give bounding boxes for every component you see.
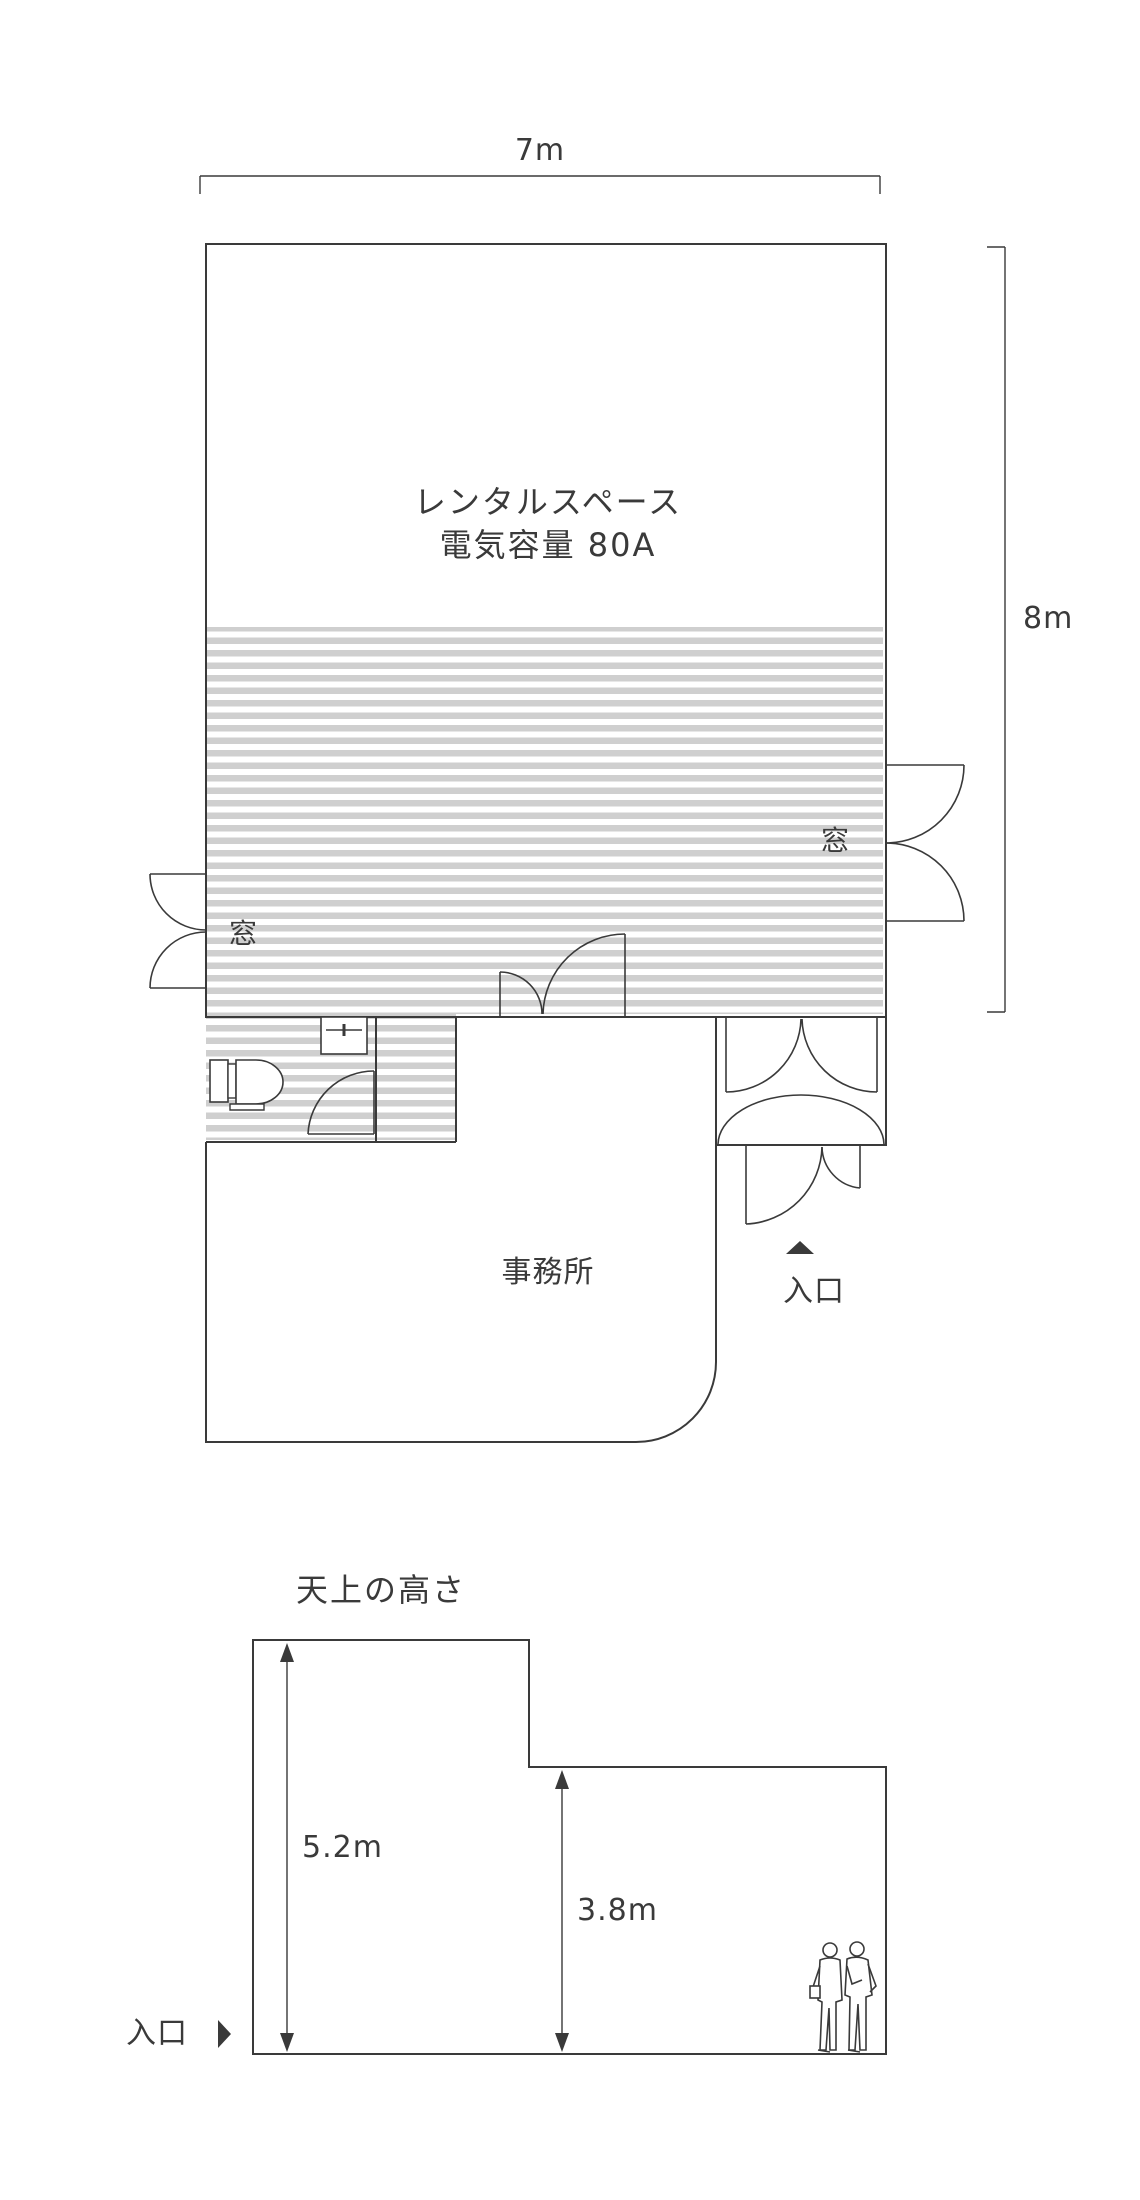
ceiling-height-title: 天上の高さ [296, 1571, 466, 1609]
window-left [149, 873, 207, 989]
low-ceiling-label: 3.8m [577, 1893, 658, 1928]
restroom [206, 1017, 457, 1143]
people-scale-icon [809, 1941, 877, 2053]
window-right-label: 窓 [821, 824, 849, 857]
striped-floor-area [206, 627, 883, 1014]
width-dimension-label: 7m [515, 133, 565, 168]
entrance-label: 入口 [783, 1274, 845, 1309]
power-capacity-label: 電気容量 80A [440, 526, 657, 564]
rental-space-label: レンタルスペース [414, 483, 682, 521]
ceiling-section-outline [252, 1639, 887, 2055]
entrance-arrow-icon [786, 1241, 814, 1254]
high-ceiling-label: 5.2m [302, 1830, 383, 1865]
depth-dimension-line [987, 246, 1006, 1013]
vestibule-inner-door [717, 1017, 885, 1146]
office-door [499, 933, 626, 1017]
window-right [885, 764, 965, 922]
width-dimension-line [199, 175, 881, 194]
office-label: 事務所 [502, 1255, 595, 1290]
entrance-door [745, 1145, 861, 1225]
sink-icon [320, 1016, 368, 1055]
office-room [205, 1016, 717, 1443]
entrance-vestibule [715, 1016, 887, 1146]
depth-dimension-label: 8m [1023, 601, 1073, 636]
ceiling-entrance-label: 入口 [126, 2016, 188, 2051]
low-ceiling-dimension [555, 1770, 569, 2052]
ceiling-entrance-arrow-icon [218, 2020, 231, 2048]
restroom-door [307, 1070, 375, 1135]
toilet-icon [209, 1059, 284, 1111]
high-ceiling-dimension [280, 1643, 294, 2052]
window-left-label: 窓 [229, 917, 257, 950]
